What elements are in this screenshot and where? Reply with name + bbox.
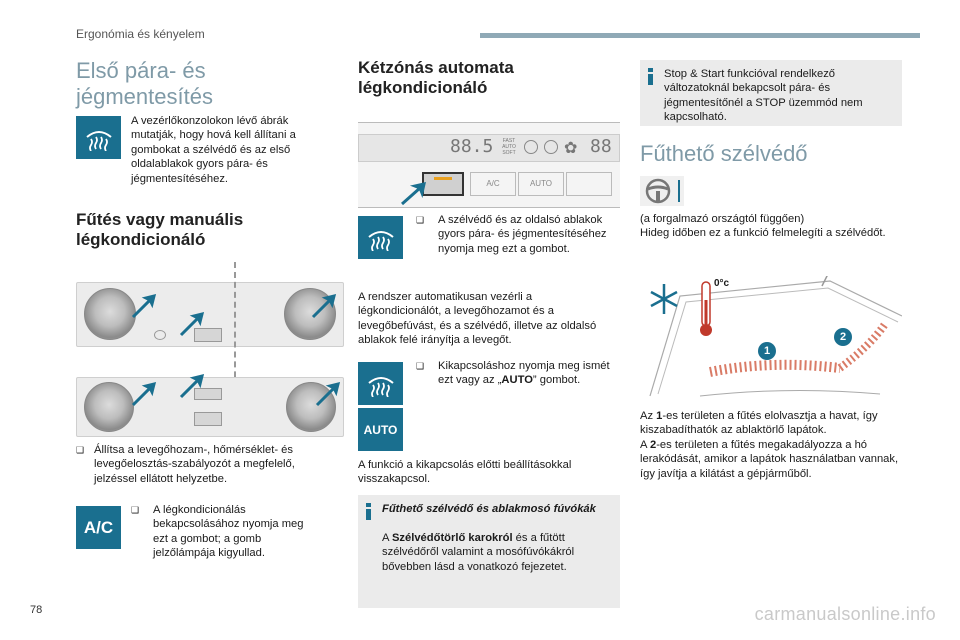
panel-button-blank[interactable] xyxy=(566,172,612,196)
arrow-icon xyxy=(131,381,157,407)
manual-step-1: Állítsa a levegőhozam-, hőmérséklet- és … xyxy=(94,444,295,485)
info-icon xyxy=(366,503,371,520)
stop-start-info: Stop & Start funkcióval rendelkező válto… xyxy=(664,68,863,124)
info-text-pre: A xyxy=(382,532,392,544)
heated-windscreen-intro: (a forgalmazó országtól függően) Hideg i… xyxy=(640,213,886,240)
zones-text-e: 2 xyxy=(649,438,657,451)
zone-1-marker: 1 xyxy=(758,342,776,360)
fast-auto-soft-label: FAST AUTO SOFT xyxy=(502,138,516,156)
chapter-title: Ergonómia és kényelem xyxy=(76,27,205,41)
ac-button-icon: A/C xyxy=(76,506,121,549)
section-title-defrost: Első pára- és jégmentesítés xyxy=(76,58,213,109)
ac-icon-label: A/C xyxy=(83,517,114,537)
steering-wheel-icon xyxy=(640,176,684,206)
arrow-icon xyxy=(179,311,205,337)
zones-text-f: -es területen a fűtés megakadályozza a h… xyxy=(640,438,899,480)
temp-display-right: 88 xyxy=(590,136,612,157)
watermark: carmanualsonline.info xyxy=(754,604,936,624)
section-title-dual-zone: Kétzónás automata légkondicionáló xyxy=(358,58,514,97)
windscreen-illustration: 0°c 1 2 xyxy=(640,269,903,404)
arrow-icon xyxy=(401,182,426,206)
bullet-icon: ❑ xyxy=(416,361,425,371)
recirc-icon xyxy=(524,140,538,154)
auto-step-1: A szélvédő és az oldalsó ablakok gyors p… xyxy=(438,214,607,255)
info-text: A Szélvédőtörlő karokról és a fűtött szé… xyxy=(382,531,612,574)
bullet-icon: ❑ xyxy=(416,215,425,225)
heated-windscreen-zones: Az 1-es területen a fűtés elolvasztja a … xyxy=(640,409,902,481)
auto-ac-panel-illustration: 88.5 FAST AUTO SOFT ✿ 88 A/C AUTO xyxy=(358,122,620,208)
manual-step-2: A légkondicionálás bekapcsolásához nyomj… xyxy=(153,504,304,560)
bullet-icon: ❑ xyxy=(131,505,140,515)
info-text-bold: Szélvédőtörlő karokról xyxy=(391,532,513,544)
fan-icon: ✿ xyxy=(564,140,578,157)
zones-text-b: 1 xyxy=(656,410,663,422)
page-number: 78 xyxy=(30,604,43,616)
defrost-icon xyxy=(76,116,121,159)
manual-ac-panel-illustration xyxy=(76,262,344,437)
zone-2-marker: 2 xyxy=(834,328,852,346)
zones-text-a: Az xyxy=(640,410,657,422)
zones-text-c: -es területen a fűtés elolvasztja a hava… xyxy=(640,410,878,437)
defrost-icon xyxy=(358,362,403,405)
arrow-icon xyxy=(179,373,205,399)
zones-text-d: A xyxy=(640,438,650,451)
auto-button-panel[interactable]: AUTO xyxy=(518,172,564,196)
defrost-intro: A vezérlőkonzolokon lévő ábrák mutatják,… xyxy=(131,115,296,185)
section-title-heated-windscreen: Fűthető szélvédő xyxy=(640,141,808,166)
info-text-post: és a fűtött szélvédőről valamint a mosóf… xyxy=(382,532,575,573)
info-box-stop-start: Stop & Start funkcióval rendelkező válto… xyxy=(640,60,902,126)
info-box-heated-windscreen: Fűthető szélvédő és ablakmosó fúvókák A … xyxy=(358,495,620,608)
auto-button-icon: AUTO xyxy=(358,408,403,451)
auto-icon-label: AUTO xyxy=(363,422,398,437)
arrow-icon xyxy=(315,381,341,407)
ac-button-panel[interactable]: A/C xyxy=(470,172,516,196)
info-icon xyxy=(648,68,653,85)
auto-step-2-bold: AUTO xyxy=(501,374,533,387)
auto-step-2-text: Kikapcsoláshoz nyomja meg ismét ezt vagy… xyxy=(438,360,610,387)
thermometer-label: 0°c xyxy=(714,278,730,289)
defrost-button-panel[interactable] xyxy=(422,172,464,196)
arrow-icon xyxy=(131,293,157,319)
header-bar xyxy=(480,33,920,38)
auto-step-2: Kikapcsoláshoz nyomja meg ismét ezt vagy… xyxy=(438,359,616,388)
info-title: Fűthető szélvédő és ablakmosó fúvókák xyxy=(382,503,596,515)
subtitle-manual-ac: Fűtés vagy manuális légkondicionáló xyxy=(76,210,244,249)
auto-paragraph-1: A rendszer automatikusan vezérli a légko… xyxy=(358,291,597,347)
auto-step-2-end: ” gombot. xyxy=(532,374,581,387)
defrost-icon xyxy=(358,216,403,259)
airflow-icon xyxy=(544,140,558,154)
temp-display-left: 88.5 xyxy=(450,136,494,157)
arrow-icon xyxy=(311,293,337,319)
bullet-icon-2: ❑ xyxy=(76,445,85,455)
auto-paragraph-2: A funkció a kikapcsolás előtti beállítás… xyxy=(358,459,572,486)
